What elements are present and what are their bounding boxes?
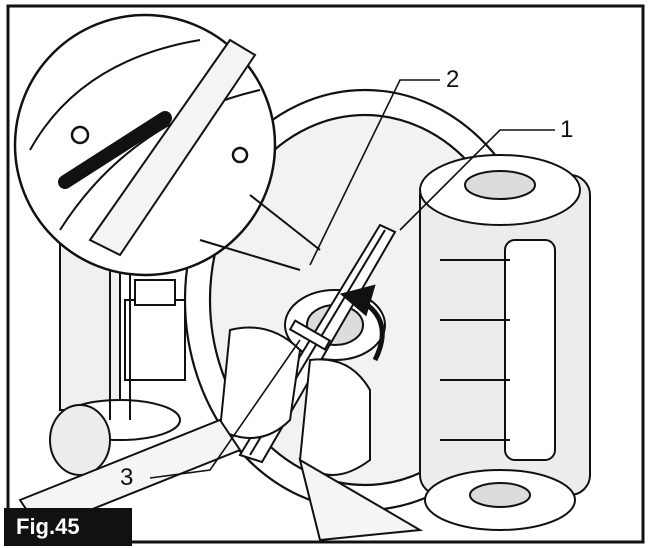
figure-label: Fig.45 [4,508,132,546]
hands [18,326,424,542]
wheel-assembly [419,154,591,531]
magnified-inset [13,13,321,277]
locking-pin [288,319,332,351]
leader-3 [149,339,301,479]
callout-2: 2 [446,66,460,93]
leader-1 [399,129,555,231]
callout-leaders [149,79,555,479]
leader-2 [309,79,440,266]
callout-3: 3 [120,464,134,491]
callout-1: 1 [560,116,574,143]
figure-border [6,4,645,544]
rotation-arrow [339,284,385,362]
